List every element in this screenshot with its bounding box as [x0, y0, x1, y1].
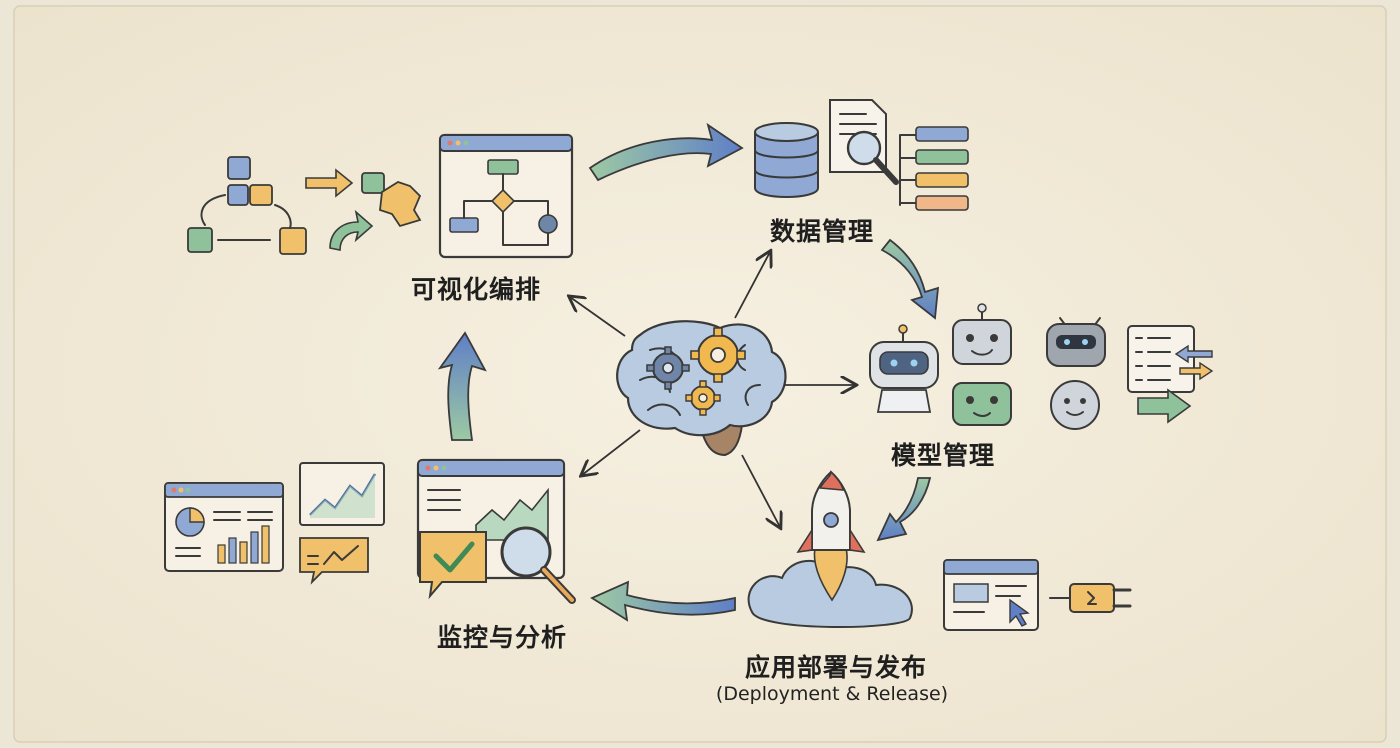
cycle-arrows	[437, 122, 940, 622]
node-label-monitoring: 监控与分析	[436, 623, 568, 652]
checklist-transfer-icon	[1127, 325, 1214, 424]
robot-icon	[1050, 380, 1100, 430]
arrow-monitoring-to-orchestration	[437, 331, 487, 441]
plug-icon	[1049, 583, 1132, 613]
robot-icon	[869, 324, 939, 413]
robot-icon	[952, 303, 1012, 365]
check-bubble-icon	[419, 531, 487, 600]
line-chart-icon	[299, 462, 385, 526]
robot-icon	[1046, 317, 1106, 367]
arrow-orchestration-to-data	[588, 122, 744, 182]
chat-trend-icon	[299, 537, 369, 585]
node-label-data-management: 数据管理	[769, 217, 875, 246]
dashboard-window-icon	[164, 482, 284, 572]
arrow-data-to-model	[880, 238, 940, 320]
model-illustration	[869, 303, 1214, 430]
hub-connectors	[570, 252, 855, 527]
arrow-to-data	[734, 252, 770, 319]
node-sublabel-deployment: (Deployment & Release)	[715, 683, 949, 705]
database-icon	[754, 122, 819, 198]
arrow-to-monitoring	[582, 429, 641, 475]
arrow-deployment-to-monitoring	[590, 580, 736, 622]
arrow-to-orchestration	[570, 297, 626, 337]
deployment-illustration	[747, 470, 1132, 631]
flowchart-window-icon	[438, 133, 574, 259]
monitoring-illustration	[164, 458, 576, 604]
browser-cursor-icon	[943, 559, 1039, 631]
puzzle-pieces-icon	[187, 156, 422, 255]
orchestration-illustration	[187, 133, 574, 259]
brain-gears-icon	[616, 320, 787, 457]
data-illustration	[754, 99, 969, 211]
magnifier-icon	[500, 526, 576, 604]
robot-icon	[952, 382, 1012, 426]
node-label-deployment: 应用部署与发布	[744, 653, 928, 682]
document-search-icon	[829, 99, 899, 185]
arrow-model-to-deployment	[876, 477, 932, 542]
rocket-icon	[747, 470, 913, 628]
arrow-to-deployment	[741, 454, 780, 527]
node-label-orchestration: 可视化编排	[410, 275, 542, 304]
tag-list-icon	[899, 126, 969, 211]
node-label-model-management: 模型管理	[890, 441, 996, 470]
